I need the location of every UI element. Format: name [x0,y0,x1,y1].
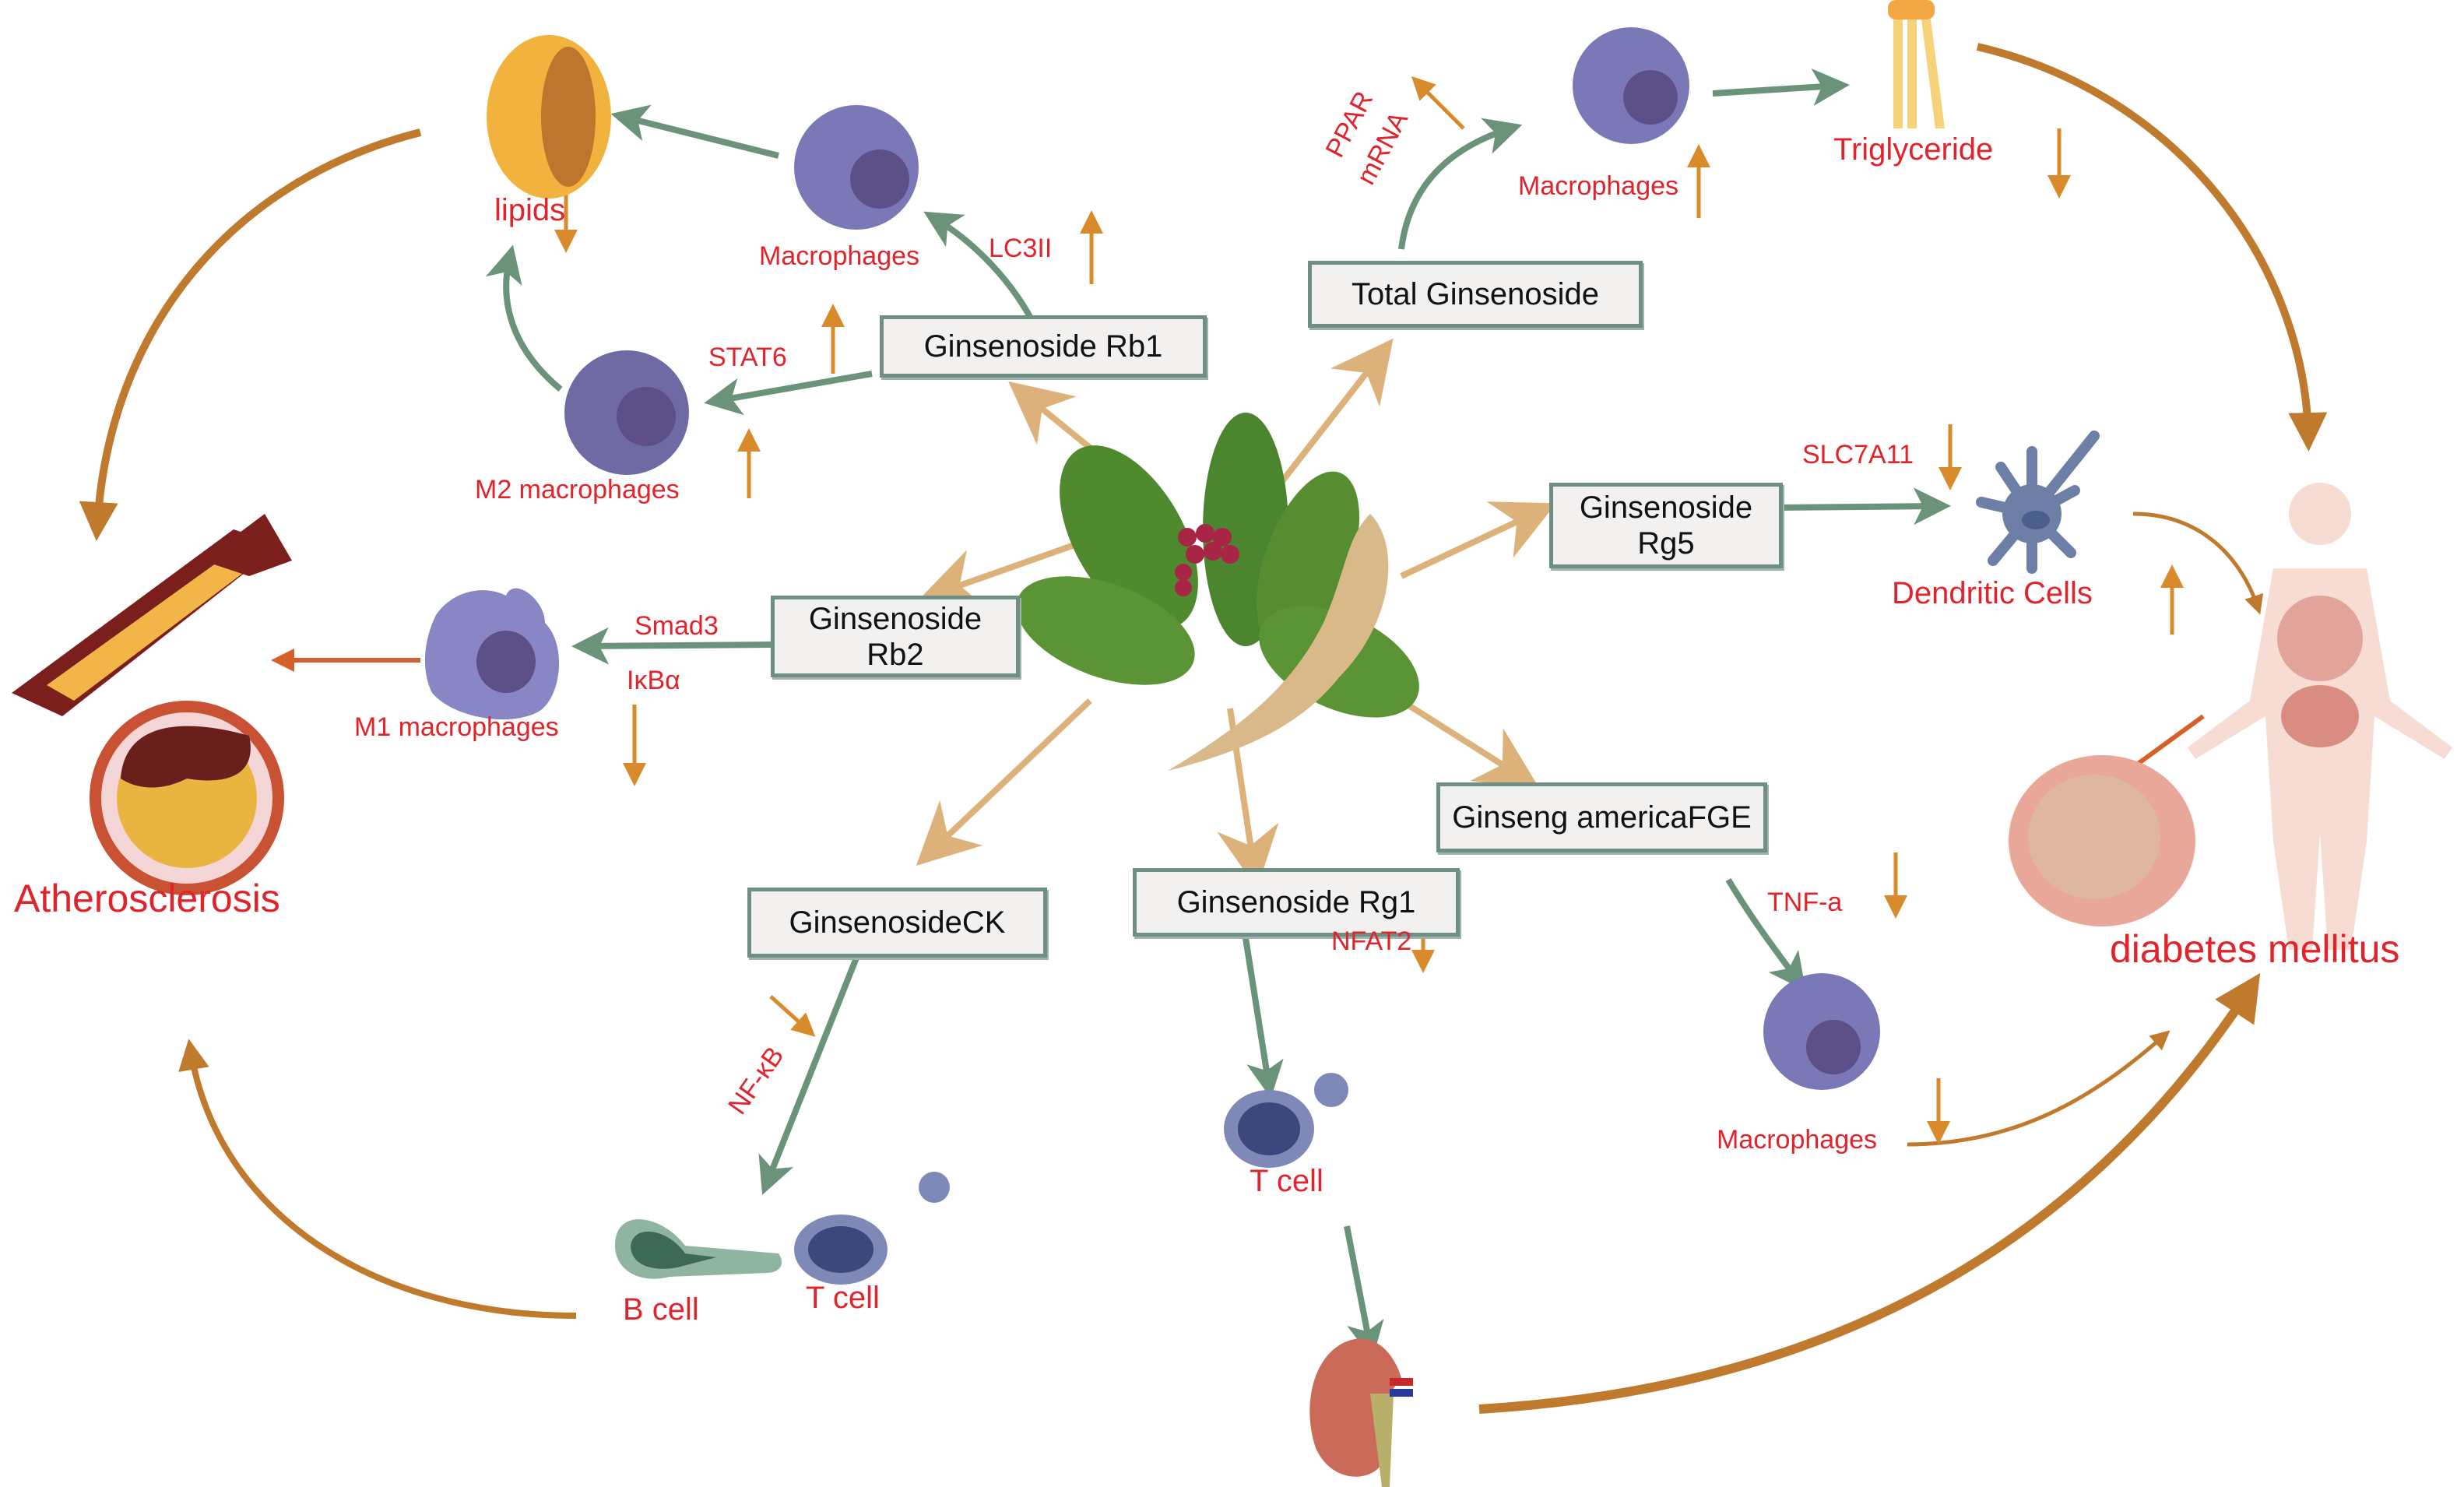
compound-label-line2: Rb2 [866,637,924,672]
human-body-icon [2188,483,2452,950]
kidney-icon [1309,1338,1413,1487]
outcome-arrows [79,43,2328,1414]
label-macrophages-rb1: Macrophages [759,241,920,271]
lipid-droplet-icon [487,35,611,199]
arrow-to-rb2 [918,542,1076,609]
outcome-atherosclerosis: Atherosclerosis [14,877,280,920]
arrow-cells-to-atherosclerosis [178,1039,577,1319]
arrow-fge-to-macrophages [1725,877,1806,991]
arrow-to-total [1266,338,1394,501]
label-t-cell-rg1: T cell [1250,1164,1323,1198]
ginseng-plant-icon [1016,413,1419,771]
ppar-up-arrow [1411,76,1465,130]
label-b-cell: B cell [623,1292,699,1327]
arrow-triglyceride-to-diabetes [1976,43,2328,452]
m1-macrophage-icon [424,588,560,720]
label-lc3ii: LC3II [989,234,1053,263]
label-triglyceride: Triglyceride [1833,132,1994,167]
artery-cross-section-icon [90,701,284,895]
macrophage-icon-total [1573,27,1689,144]
compound-box-ginsenoside-rg1: Ginsenoside Rg1 [1133,868,1460,937]
label-nfat2: NFAT2 [1331,926,1412,956]
label-lipids: lipids [494,193,566,227]
arrow-rb2-to-m1 [571,627,772,665]
compound-box-ginsenoside-ck: GinsenosideCK [747,888,1047,958]
compound-label: Ginsenoside Rb1 [923,329,1163,364]
arrow-tcell-to-kidney [1344,1225,1384,1359]
compound-box-ginsenoside-rg5: Ginsenoside Rg5 [1549,483,1783,568]
label-smad3: Smad3 [634,611,719,641]
label-slc7a11: SLC7A11 [1802,440,1914,469]
macrophage-icon-fge [1763,973,1880,1090]
arrow-rb1-to-m2 [704,371,873,416]
arrow-macrophages-to-triglyceride [1712,69,1850,106]
arrow-to-ck [916,698,1092,867]
arrow-macrophages-to-lipids [610,104,779,159]
arrow-ck-to-bcell [758,917,875,1195]
label-m1-macrophages: M1 macrophages [354,712,559,742]
pathway-arrows [485,69,1951,1359]
arrow-lipids-to-atherosclerosis [79,128,422,541]
nfkb-down-arrow [769,995,816,1037]
compound-box-ginsenoside-rb2: Ginsenoside Rb2 [771,596,1020,677]
label-t-cell-ck: T cell [806,1281,880,1315]
compound-label: Ginsenoside Rg1 [1176,885,1416,919]
arrow-rb1-to-macrophages [923,211,1039,329]
dendritic-cell-icon [1976,431,2100,574]
label-m2-macrophages: M2 macrophages [475,475,680,504]
compound-label-line1: Ginsenoside [1579,490,1753,525]
compound-box-total-ginsenoside: Total Ginsenoside [1308,261,1643,328]
artery-icon [12,514,292,716]
compound-label: Total Ginsenoside [1352,277,1599,311]
arrow-to-rg5 [1400,501,1556,579]
arrow-macrophages-to-diabetes [1907,1030,2170,1147]
arrow-m2-to-lipids [485,244,563,392]
t-cell-icon-ck [794,1172,950,1285]
label-ikba: IκBα [627,666,680,695]
arrow-dendritic-to-diabetes [2132,511,2264,615]
triglyceride-icon [1888,0,1945,128]
arrow-rg5-to-dendritic [1778,487,1951,526]
outcome-diabetes-mellitus: diabetes mellitus [2110,927,2400,971]
arrow-total-to-macrophages [1398,118,1523,250]
compound-label: Ginseng americaFGE [1452,800,1752,835]
t-cell-icon-rg1 [1224,1073,1348,1168]
macrophage-icon-rb1 [794,105,919,230]
arrow-to-fge [1399,698,1540,789]
compound-box-ginsenoside-rb1: Ginsenoside Rb1 [880,315,1207,378]
arrow-rg1-to-tcell [1243,937,1284,1099]
compound-box-ginseng-america-fge: Ginseng americaFGE [1436,782,1767,852]
label-macrophages-total: Macrophages [1518,171,1679,201]
b-cell-icon [615,1219,782,1279]
label-stat6: STAT6 [708,343,787,372]
label-tnfa: TNF-a [1767,888,1843,917]
pancreatic-tissue-icon [2009,755,2195,926]
label-macrophages-fge: Macrophages [1717,1125,1878,1155]
label-dendritic-cells: Dendritic Cells [1892,576,2093,610]
compound-label-line1: Ginsenoside [808,601,982,636]
compound-label: GinsenosideCK [789,905,1006,940]
compound-label-line2: Rg5 [1637,526,1695,561]
m2-macrophage-icon [564,350,689,475]
arrow-kidney-to-diabetes [1478,972,2261,1414]
